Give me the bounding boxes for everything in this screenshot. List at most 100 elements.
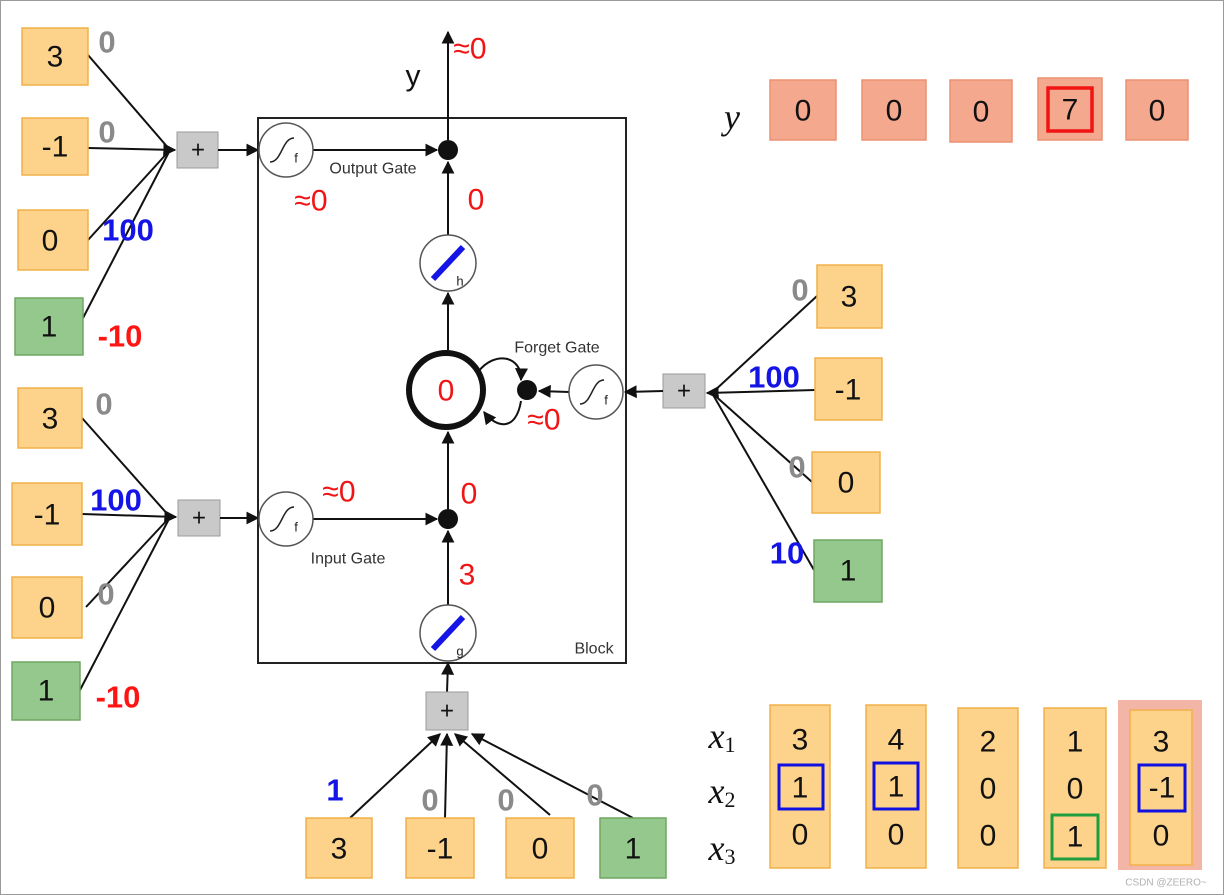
input-box — [11, 576, 83, 639]
bias-value: 1 — [840, 555, 857, 588]
forget-gate: f — [568, 364, 624, 420]
y-value: 7 — [1062, 94, 1079, 127]
x-value: -1 — [1149, 772, 1176, 805]
connector-line — [82, 149, 171, 319]
input-value: -1 — [42, 131, 69, 164]
input-value: -1 — [835, 374, 862, 407]
y-box — [949, 79, 1013, 143]
connector-line — [440, 732, 454, 819]
x-label-sub: 1 — [724, 732, 735, 757]
connector-line — [85, 516, 171, 608]
output-gate-label: Output Gate — [329, 161, 416, 178]
input-value: -1 — [427, 833, 454, 866]
weight: 0 — [98, 25, 115, 60]
connector-line — [81, 510, 178, 524]
weight: 100 — [90, 483, 142, 518]
weight: 10 — [770, 536, 804, 571]
x-value: 4 — [888, 724, 905, 757]
input-value: 0 — [39, 592, 56, 625]
multiply-node — [517, 380, 537, 400]
input-box — [21, 27, 89, 86]
input-gate: f — [258, 491, 314, 547]
output-label: y — [406, 60, 421, 93]
sigmoid-icon — [258, 122, 314, 178]
weight: 0 — [95, 387, 112, 422]
connector-line — [79, 516, 171, 691]
input-value: 3 — [47, 41, 64, 74]
x-value: 0 — [980, 773, 997, 806]
recurrent-arrow — [483, 400, 522, 426]
output-gate-inputs: 3 -1 0 1 0 0 100 -10 + — [14, 25, 260, 356]
x-value: 1 — [1067, 726, 1084, 759]
input-sequence: x1 x2 x3 3 1 0 4 1 0 2 0 0 1 0 1 3 -1 0 — [708, 700, 1202, 870]
linear-line — [430, 614, 466, 652]
y-value: 0 — [795, 95, 812, 128]
weight: 1 — [326, 773, 343, 808]
connector-line — [711, 295, 818, 394]
input-gate-inputs: 3 -1 0 1 0 100 0 -10 + — [11, 387, 260, 721]
x-value: 1 — [888, 771, 905, 804]
linear-line — [430, 244, 466, 282]
connector-line — [711, 392, 815, 571]
input-value: -1 — [34, 499, 61, 532]
x-value: 1 — [1067, 821, 1084, 854]
x-value: 3 — [1153, 726, 1170, 759]
sigmoid-curve — [269, 506, 295, 532]
input-gate-value: ≈0 — [322, 476, 355, 509]
x-value: 0 — [1067, 773, 1084, 806]
weight: -10 — [98, 319, 143, 354]
gate-symbol: f — [294, 520, 298, 535]
input-gate-label: Input Gate — [311, 551, 386, 568]
bias-value: 1 — [625, 833, 642, 866]
x-value: 0 — [1153, 820, 1170, 853]
g-activation: g — [419, 604, 477, 662]
output-sequence: y 0 0 0 7 0 — [721, 77, 1189, 143]
activation-symbol: g — [456, 644, 463, 659]
weight: 0 — [586, 778, 603, 813]
input-box — [816, 264, 883, 329]
highlight-box — [1137, 763, 1187, 813]
bias-value: 1 — [38, 675, 55, 708]
y-value: 0 — [886, 95, 903, 128]
weight: 0 — [98, 115, 115, 150]
connector-line — [87, 149, 171, 241]
x-value: 3 — [792, 724, 809, 757]
sum-box — [176, 131, 219, 169]
connector-line — [711, 392, 813, 483]
sum-box — [425, 691, 469, 731]
x-label-sub: 2 — [724, 787, 735, 812]
x-value: 0 — [792, 819, 809, 852]
gate-symbol: f — [604, 393, 608, 408]
output-value: ≈0 — [453, 33, 486, 66]
bias-box — [599, 817, 667, 879]
weight: 0 — [497, 783, 514, 818]
x-row-label: x2 — [708, 771, 736, 812]
connector-line — [705, 386, 816, 400]
input-box — [11, 482, 83, 546]
gate-symbol: f — [294, 151, 298, 166]
activation-symbol: h — [456, 274, 463, 289]
connector-line — [623, 385, 664, 399]
plus-sign: + — [192, 505, 206, 532]
bias-value: 1 — [41, 311, 58, 344]
output-gate: f — [258, 122, 314, 178]
x-value: 2 — [980, 726, 997, 759]
memory-block: Block y ≈0 f Output Gate ≈0 0 h — [257, 30, 627, 693]
watermark: CSDN @ZEERO~ — [1125, 878, 1207, 889]
bias-box — [11, 661, 81, 721]
memory-cell — [406, 350, 486, 430]
y-value: 0 — [1149, 95, 1166, 128]
connector-line — [537, 384, 570, 398]
y-sequence-label: y — [721, 97, 740, 137]
highlight-box — [872, 761, 920, 811]
x-row-label: x1 — [708, 716, 736, 757]
y-box — [769, 79, 837, 141]
g-output-value: 3 — [459, 559, 476, 592]
input-value: 0 — [838, 467, 855, 500]
sum-box — [662, 373, 706, 409]
recurrent-arrow — [477, 357, 528, 382]
highlight-box — [777, 763, 825, 811]
input-box — [811, 451, 881, 514]
input-value: 3 — [841, 281, 858, 314]
sigmoid-curve — [269, 137, 295, 163]
